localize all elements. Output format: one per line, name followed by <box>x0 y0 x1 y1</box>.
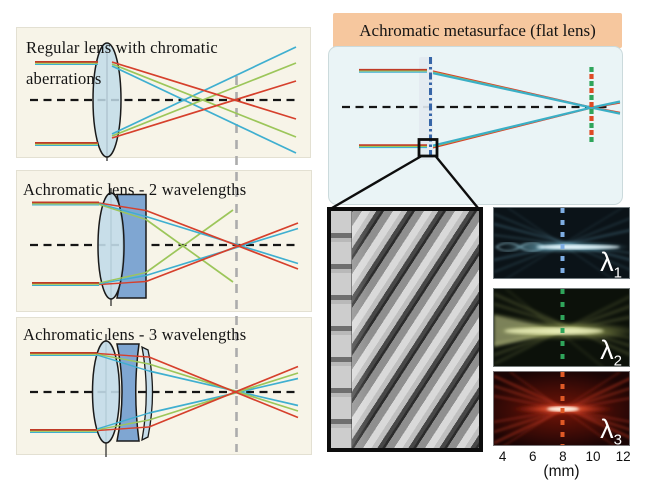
third-element <box>141 345 154 442</box>
incoming-rays <box>359 68 427 149</box>
panel-achromatic2-title: Achromatic lens - 2 wavelengths <box>23 180 247 199</box>
metasurface-diagram <box>331 57 621 210</box>
panel-achromatic-2 <box>16 170 312 312</box>
biconvex-lens <box>92 42 122 158</box>
panel-achromatic3-title: Achromatic lens - 3 wavelengths <box>23 325 247 344</box>
sim-lambda1-beams <box>494 208 629 278</box>
achromatic-focused-rays <box>432 70 621 149</box>
tick-8: 8 <box>559 449 567 464</box>
sim-lambda2-beams <box>494 289 629 366</box>
inner-rays <box>96 352 150 432</box>
incoming-rays <box>35 61 98 147</box>
metasurface-title: Achromatic metasurface (flat lens) <box>359 20 596 40</box>
refracted-rays <box>148 356 299 428</box>
zoom-box-marker <box>417 138 439 158</box>
sim-x-axis: 4 6 8 10 12 <box>493 449 631 464</box>
lambda1-label: λ1 <box>600 246 622 279</box>
tick-4: 4 <box>498 449 507 464</box>
middle-element <box>116 343 140 442</box>
tick-6: 6 <box>528 449 537 464</box>
achromatic-doublet-diagram <box>30 188 299 306</box>
zoom-callout-line-left <box>331 154 423 210</box>
regular-lens-diagram <box>30 42 297 161</box>
inner-rays <box>98 202 147 286</box>
lambda2-label: λ2 <box>600 334 622 367</box>
sem-micrograph-image <box>327 207 483 452</box>
incoming-rays <box>32 201 99 287</box>
front-lens <box>91 340 121 444</box>
sim-panel-lambda1: λ1 <box>493 207 630 279</box>
sim-panel-lambda3: λ3 <box>493 371 630 446</box>
incoming-rays <box>30 352 97 434</box>
zoom-callout-line-right <box>434 155 479 209</box>
metasurface-banner: Achromatic metasurface (flat lens) <box>333 13 622 48</box>
lambda3-label: λ3 <box>600 413 622 446</box>
sim-panel-lambda2: λ2 <box>493 288 630 367</box>
tick-12: 12 <box>615 449 631 464</box>
panel-regular-title: Regular lens with chromatic aberrations <box>26 38 218 88</box>
refracted-rays <box>145 209 299 283</box>
tick-10: 10 <box>585 449 601 464</box>
achromatic-triplet-diagram <box>30 334 299 457</box>
crown-lens <box>97 192 125 300</box>
sem-cleaved-edge <box>331 211 352 448</box>
refracted-rays <box>111 46 297 154</box>
sim-axis-unit: (mm) <box>543 463 580 480</box>
sim-lambda3-beams <box>494 372 629 445</box>
